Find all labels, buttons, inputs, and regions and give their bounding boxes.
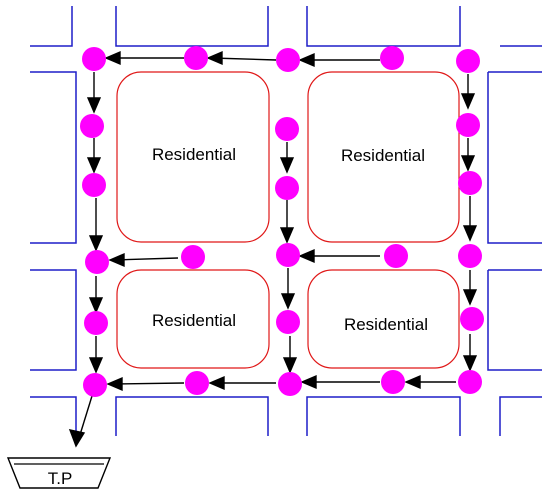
manhole-node	[278, 372, 302, 396]
manhole-node	[84, 311, 108, 335]
residential-blocks	[116, 71, 460, 369]
flow-arrow	[111, 382, 185, 385]
road-edge	[487, 270, 542, 371]
arrow-head	[282, 357, 298, 374]
arrow-head	[206, 50, 223, 66]
arrow-head	[460, 93, 476, 110]
manhole-node	[381, 370, 405, 394]
block-label-bottom-left: Residential	[152, 311, 236, 330]
block-outline-top-right	[307, 71, 460, 243]
arrow-head	[88, 357, 104, 374]
arrow-head	[279, 157, 295, 174]
treatment-plant: T.P	[6, 457, 112, 489]
block-labels: Residential Residential Residential Resi…	[152, 145, 428, 334]
manhole-node	[83, 373, 107, 397]
manhole-node	[184, 46, 208, 70]
manhole-node	[181, 245, 205, 269]
arrow-head	[86, 157, 102, 174]
block-label-bottom-right: Residential	[344, 315, 428, 334]
manhole-nodes	[80, 46, 484, 397]
block-label-top-left: Residential	[152, 145, 236, 164]
road-edge	[115, 6, 269, 47]
block-outline-bottom-right	[307, 269, 460, 369]
road-edge	[30, 396, 77, 436]
manhole-node	[380, 46, 404, 70]
flow-arrows	[68, 50, 478, 448]
manhole-node	[276, 243, 300, 267]
arrow-head	[298, 248, 315, 264]
treatment-plant-outline	[6, 457, 112, 489]
arrow-head	[208, 375, 225, 391]
arrow-head	[280, 293, 296, 310]
arrow-head	[108, 252, 125, 268]
treatment-plant-label: T.P	[48, 469, 73, 488]
road-edge	[306, 396, 461, 436]
arrow-head	[300, 374, 317, 390]
arrow-head	[460, 155, 476, 172]
arrow-head	[462, 225, 478, 242]
manhole-node	[80, 114, 104, 138]
manhole-node	[82, 47, 106, 71]
manhole-node	[384, 244, 408, 268]
arrow-head	[88, 297, 104, 314]
flow-arrow	[78, 395, 93, 439]
road-edge	[30, 269, 77, 371]
manhole-node	[275, 176, 299, 200]
arrow-head	[462, 289, 478, 306]
block-label-top-right: Residential	[341, 146, 425, 165]
road-edge	[487, 72, 542, 244]
road-edge	[30, 71, 77, 244]
road-edge	[499, 396, 542, 436]
arrow-head	[104, 50, 121, 66]
arrow-head	[88, 235, 104, 252]
manhole-node	[456, 49, 480, 73]
arrow-head	[279, 227, 295, 244]
manhole-node	[85, 250, 109, 274]
manhole-node	[276, 48, 300, 72]
manhole-node	[458, 370, 482, 394]
block-outline-bottom-left	[116, 269, 270, 369]
manhole-node	[460, 307, 484, 331]
arrow-head	[462, 355, 478, 372]
arrow-head	[298, 52, 315, 68]
road-edge	[115, 396, 269, 436]
manhole-node	[458, 244, 482, 268]
manhole-node	[185, 371, 209, 395]
arrow-head	[404, 374, 421, 390]
arrow-head	[68, 429, 86, 448]
road-edge	[306, 6, 461, 47]
manhole-node	[276, 310, 300, 334]
arrow-head	[86, 97, 102, 114]
arrow-head	[106, 376, 123, 392]
manhole-node	[458, 171, 482, 195]
manhole-node	[275, 117, 299, 141]
road-edges	[30, 6, 542, 436]
manhole-node	[456, 113, 480, 137]
block-outline-top-left	[116, 71, 270, 243]
road-edge	[30, 6, 73, 47]
manhole-node	[82, 173, 106, 197]
